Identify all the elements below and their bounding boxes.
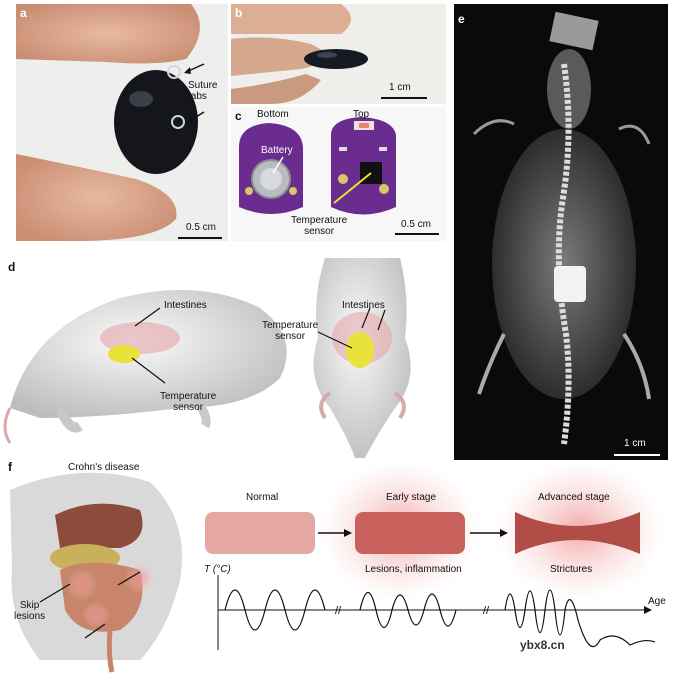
crohns-title: Crohn's disease [68,462,140,473]
arrow [39,583,71,603]
panel-label: f [8,460,12,474]
arrow [377,309,386,331]
temperature-sensor-label-left: Temperature sensor [160,391,217,413]
scale-bar [381,97,427,99]
scale-bar [395,233,439,235]
strictures-label: Strictures [550,564,593,575]
arrow [272,156,284,174]
arrow [134,307,161,327]
lesions-label: Lesions, inflammation [365,564,462,575]
sensor-right [346,332,374,368]
implanted-device [554,266,586,302]
device-in-fingers-illustration [16,4,228,241]
spine [555,63,572,445]
arrow [131,357,166,384]
panel-label: a [20,6,27,20]
top-label: Top [353,109,370,120]
temperature-trace-advanced [504,589,656,648]
arrow [333,172,372,204]
panel-f: // // f Crohn's disease Skip lesions Nor… [0,460,679,677]
panel-label: e [458,12,465,26]
intestines-label-left: Intestines [164,300,207,311]
watermark: ybx8.cn [520,638,565,652]
panel-e: e 1 cm [454,4,668,462]
panel-label: b [235,6,243,20]
xray-image [454,4,668,462]
rat-side-body [10,290,287,418]
arrow [117,571,141,586]
early-stage-label: Early stage [386,492,437,503]
arrow [361,307,371,329]
scale-label: 0.5 cm [401,219,432,230]
crohns-illustration: // // [10,460,665,673]
temperature-sensor-label-right: Temperature sensor [262,320,319,342]
scale-label: 1 cm [389,82,411,93]
temperature-trace-early [359,591,457,629]
panel-label: c [235,109,242,123]
rat-illustration [3,258,411,458]
normal-label: Normal [246,492,279,503]
scale-bar [178,237,222,239]
colon-early [355,512,465,554]
arrow [84,623,106,639]
scale-label: 0.5 cm [186,222,217,233]
temperature-sensor-label: Temperature sensor [291,215,348,237]
x-axis-label: Age [648,596,666,607]
suture-tabs-label: Suture tabs [188,80,218,102]
device-body [114,70,198,174]
panel-a: a Suture tabs 0.5 cm [16,4,228,241]
bottom-label: Bottom [257,109,289,120]
colon-advanced [515,512,640,554]
scale-bar [614,454,660,456]
panel-b: b 1 cm [231,4,446,104]
liver [55,503,143,548]
scale-label: 1 cm [624,438,646,449]
panel-d: d Intestines Temperature sensor Intestin… [0,258,452,458]
y-axis-label: T (°C) [204,564,231,575]
axis-break: // [483,605,490,617]
arrow [317,331,353,349]
temperature-trace-normal [224,589,326,631]
device-side-illustration [231,4,446,104]
advanced-stage-label: Advanced stage [538,492,610,503]
circuit-boards-illustration [231,107,446,241]
intestines-label-right: Intestines [342,300,385,311]
colon-normal [205,512,315,554]
panel-label: d [8,260,16,274]
device-body [304,49,368,69]
battery-label: Battery [261,145,293,156]
panel-c: c Bottom Top Battery Temperature sensor … [231,107,446,241]
axis-break: // [335,605,342,617]
skip-lesions-label: Skip lesions [14,600,46,622]
body-silhouette [492,129,636,399]
